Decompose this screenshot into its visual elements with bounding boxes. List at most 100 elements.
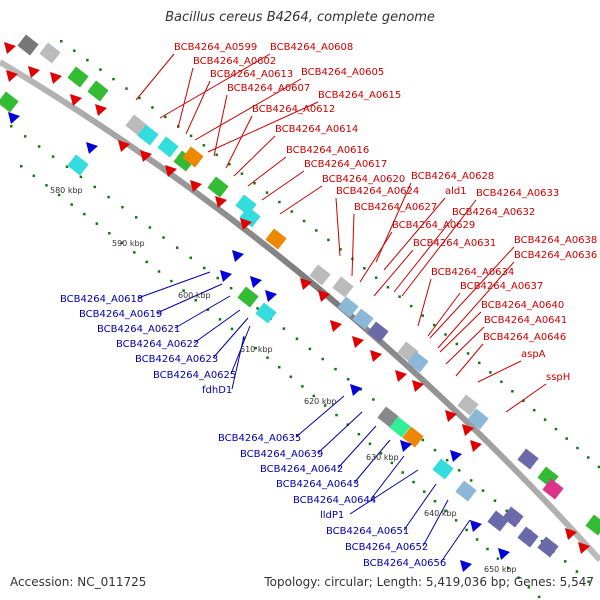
gene-label-plus[interactable]: BCB4264_A0624: [336, 186, 419, 197]
gene-arrow[interactable]: [412, 380, 424, 392]
gene-label-plus[interactable]: ald1: [445, 186, 467, 197]
gene-arrow[interactable]: [190, 180, 202, 192]
gene-arrow[interactable]: [28, 66, 40, 78]
gene-label-plus[interactable]: BCB4264_A0641: [484, 315, 567, 326]
gene-label-plus[interactable]: BCB4264_A0646: [483, 332, 566, 343]
gene-block[interactable]: [39, 42, 61, 64]
gene-block[interactable]: [537, 536, 559, 558]
gene-label-minus[interactable]: BCB4264_A0642: [260, 464, 343, 475]
gene-label-plus[interactable]: BCB4264_A0599: [174, 42, 257, 53]
gene-arrow[interactable]: [318, 290, 330, 302]
gene-label-plus[interactable]: BCB4264_A0607: [227, 83, 310, 94]
gene-label-plus[interactable]: BCB4264_A0620: [322, 174, 405, 185]
gene-arrow[interactable]: [4, 42, 16, 54]
gene-label-plus[interactable]: BCB4264_A0631: [413, 238, 496, 249]
gene-label-plus[interactable]: BCB4264_A0627: [354, 202, 437, 213]
gene-block[interactable]: [502, 506, 524, 528]
gene-arrow[interactable]: [165, 165, 177, 177]
gene-block[interactable]: [517, 448, 539, 470]
gene-arrow[interactable]: [6, 70, 18, 82]
gene-arrow[interactable]: [118, 140, 130, 152]
gene-arrow[interactable]: [232, 250, 244, 262]
gene-label-plus[interactable]: BCB4264_A0613: [210, 69, 293, 80]
gene-block[interactable]: [352, 308, 374, 330]
gene-arrow[interactable]: [498, 548, 510, 560]
gene-label-minus[interactable]: BCB4264_A0656: [363, 558, 446, 569]
gene-label-plus[interactable]: BCB4264_A0634: [431, 267, 514, 278]
gene-block[interactable]: [67, 154, 89, 176]
gene-arrow[interactable]: [460, 560, 472, 572]
gene-arrow[interactable]: [400, 440, 412, 452]
gene-block[interactable]: [337, 296, 359, 318]
gene-block[interactable]: [0, 91, 19, 113]
gene-block[interactable]: [377, 406, 399, 428]
gene-arrow[interactable]: [330, 320, 342, 332]
gene-label-plus[interactable]: BCB4264_A0640: [481, 300, 564, 311]
gene-label-plus[interactable]: BCB4264_A0605: [301, 67, 384, 78]
gene-block[interactable]: [67, 66, 89, 88]
gene-arrow[interactable]: [8, 112, 20, 124]
gene-label-minus[interactable]: BCB4264_A0639: [240, 449, 323, 460]
gene-label-minus[interactable]: BCB4264_A0621: [97, 324, 180, 335]
gene-label-minus[interactable]: BCB4264_A0644: [293, 495, 376, 506]
gene-arrow[interactable]: [95, 104, 107, 116]
gene-block[interactable]: [182, 146, 204, 168]
gene-block[interactable]: [455, 480, 477, 502]
gene-arrow[interactable]: [70, 94, 82, 106]
gene-block[interactable]: [157, 136, 179, 158]
gene-arrow[interactable]: [370, 350, 382, 362]
gene-arrow[interactable]: [86, 142, 98, 154]
gene-label-plus[interactable]: BCB4264_A0608: [270, 42, 353, 53]
gene-block[interactable]: [309, 264, 331, 286]
gene-label-plus[interactable]: aspA: [521, 349, 546, 360]
gene-label-plus[interactable]: BCB4264_A0616: [286, 145, 369, 156]
gene-block[interactable]: [17, 34, 39, 56]
gene-label-plus[interactable]: BCB4264_A0632: [452, 207, 535, 218]
gene-block[interactable]: [432, 458, 454, 480]
gene-arrow[interactable]: [300, 278, 312, 290]
gene-label-minus[interactable]: BCB4264_A0635: [218, 433, 301, 444]
gene-arrow[interactable]: [240, 218, 252, 230]
gene-label-plus[interactable]: BCB4264_A0615: [318, 90, 401, 101]
gene-arrow[interactable]: [470, 520, 482, 532]
gene-label-minus[interactable]: BCB4264_A0643: [276, 479, 359, 490]
gene-label-plus[interactable]: BCB4264_A0612: [252, 104, 335, 115]
gene-arrow[interactable]: [565, 528, 577, 540]
gene-label-minus[interactable]: lldP1: [320, 510, 344, 521]
gene-block[interactable]: [407, 351, 429, 373]
gene-block[interactable]: [389, 416, 411, 438]
gene-block[interactable]: [487, 510, 509, 532]
gene-block[interactable]: [255, 302, 277, 324]
gene-label-minus[interactable]: BCB4264_A0619: [79, 309, 162, 320]
gene-block[interactable]: [585, 514, 600, 536]
gene-block[interactable]: [207, 176, 229, 198]
gene-arrow[interactable]: [265, 290, 277, 302]
gene-label-plus[interactable]: BCB4264_A0629: [392, 220, 475, 231]
gene-arrow[interactable]: [215, 196, 227, 208]
gene-label-plus[interactable]: sspH: [546, 372, 570, 383]
gene-arrow[interactable]: [350, 384, 362, 396]
gene-arrow[interactable]: [578, 542, 590, 554]
gene-block[interactable]: [467, 408, 489, 430]
gene-block[interactable]: [173, 150, 195, 172]
gene-block[interactable]: [237, 286, 259, 308]
gene-block[interactable]: [87, 80, 109, 102]
gene-block[interactable]: [517, 526, 539, 548]
gene-label-plus[interactable]: BCB4264_A0637: [460, 281, 543, 292]
gene-arrow[interactable]: [450, 450, 462, 462]
gene-label-minus[interactable]: BCB4264_A0651: [326, 526, 409, 537]
gene-label-minus[interactable]: BCB4264_A0652: [345, 542, 428, 553]
gene-arrow[interactable]: [445, 410, 457, 422]
gene-block[interactable]: [265, 228, 287, 250]
gene-arrow[interactable]: [395, 370, 407, 382]
gene-label-plus[interactable]: BCB4264_A0602: [193, 56, 276, 67]
gene-label-plus[interactable]: BCB4264_A0617: [304, 159, 387, 170]
gene-label-minus[interactable]: BCB4264_A0618: [60, 294, 143, 305]
gene-arrow[interactable]: [50, 72, 62, 84]
gene-arrow[interactable]: [462, 424, 474, 436]
gene-block[interactable]: [457, 394, 479, 416]
gene-label-plus[interactable]: BCB4264_A0638: [514, 235, 597, 246]
gene-label-minus[interactable]: BCB4264_A0623: [135, 354, 218, 365]
gene-block[interactable]: [367, 321, 389, 343]
